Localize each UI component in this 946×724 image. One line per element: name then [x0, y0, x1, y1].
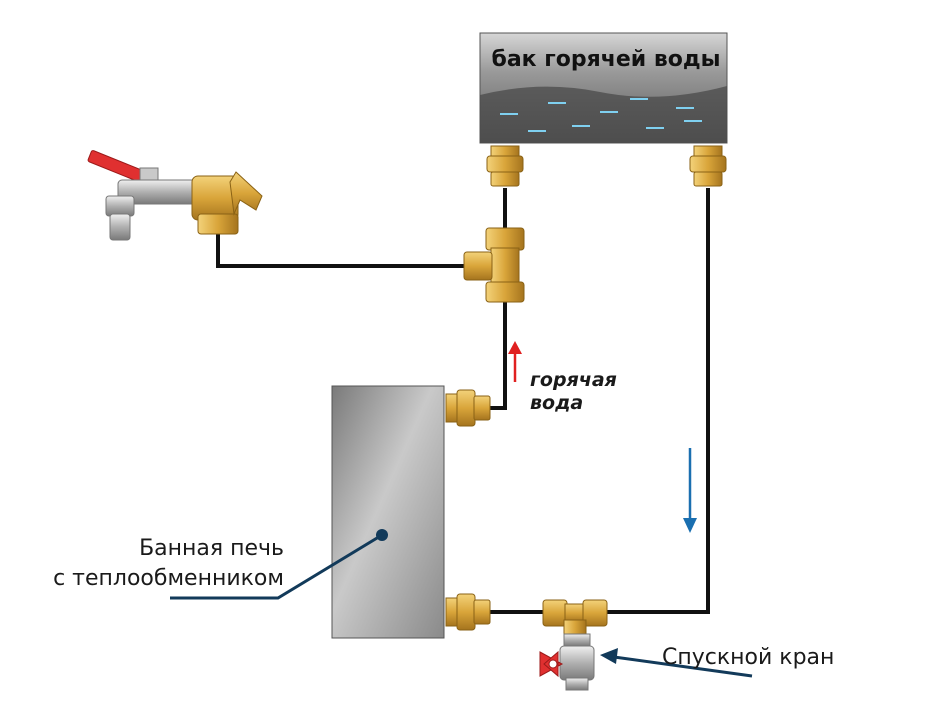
ball-valve-icon	[539, 633, 595, 691]
hot-water-tank: бак горячей воды	[479, 32, 728, 144]
hot-water-note-line2: вода	[530, 392, 583, 414]
water-tap-icon	[87, 150, 263, 241]
drain-valve-label: Спускной кран	[662, 645, 834, 670]
union-fitting-icon	[445, 389, 491, 427]
union-fitting-icon	[689, 145, 727, 187]
stove-label-line2: с теплообменником	[53, 566, 284, 591]
pipe-tee-to-stove	[490, 300, 507, 410]
pipe-tap-to-tee	[216, 230, 470, 268]
tee-fitting-icon	[463, 227, 525, 303]
drain-valve-pointer	[600, 648, 753, 678]
stove-label-line1: Банная печь	[139, 536, 284, 561]
tee-fitting-icon	[542, 599, 608, 635]
hot-water-note-line1: горячая	[530, 369, 617, 391]
union-fitting-icon	[445, 593, 491, 631]
stove-leader-line	[170, 533, 383, 600]
pipe-tank-return	[605, 188, 710, 614]
arrow-up-icon	[508, 341, 522, 382]
sauna-stove	[331, 385, 445, 639]
arrow-down-icon	[683, 448, 697, 533]
pipes	[216, 188, 710, 614]
water-ripples	[500, 98, 702, 132]
tank-label: бак горячей воды	[491, 47, 720, 72]
union-fitting-icon	[486, 145, 524, 187]
